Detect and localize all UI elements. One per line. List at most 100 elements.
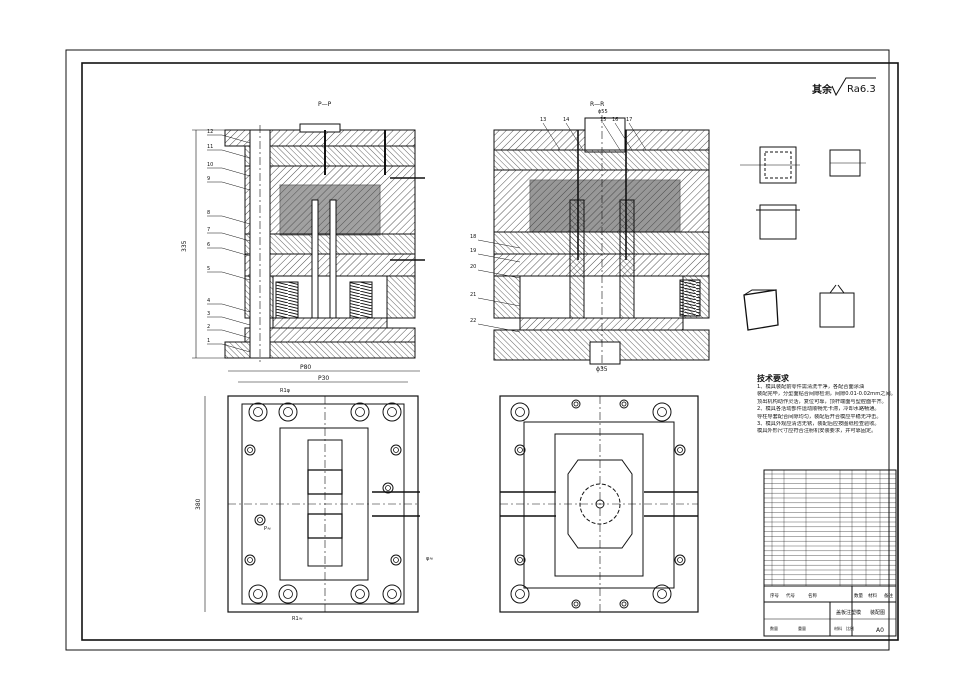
callout-leader — [221, 343, 251, 353]
notes-line: 1、模具装配前零件需清洗干净，各配合面涂油 — [757, 384, 865, 390]
callout-leader — [221, 316, 251, 326]
svg-text:其余: 其余 — [812, 83, 833, 96]
callout-label: 9 — [207, 176, 210, 182]
callout-leader — [221, 134, 251, 144]
bolt-hole-inner — [385, 485, 391, 491]
bolt-hole-inner — [283, 589, 293, 599]
roughness-symbol: 其余 Ra6.3 — [812, 77, 876, 97]
callout-leader — [221, 167, 251, 177]
bolt-hole — [254, 514, 266, 526]
callout-leader — [542, 122, 561, 151]
svg-text:代号: 代号 — [786, 592, 795, 599]
svg-text:数量: 数量 — [770, 625, 778, 631]
callout-label: 3 — [207, 311, 210, 317]
plan-view-right — [499, 395, 699, 613]
bolt-hole-inner — [517, 447, 523, 453]
callout-leader — [221, 181, 251, 191]
bolt-hole — [382, 584, 402, 604]
bolt-hole — [244, 554, 256, 566]
callout-leader — [602, 122, 621, 151]
callout-leader — [221, 149, 251, 159]
callout-label: 6 — [207, 242, 210, 248]
bolt-hole — [674, 554, 686, 566]
bolt-hole-inner — [621, 601, 627, 607]
notes-line: 3、模具外观应清洁无锈，装配后应按图纸检查验收。 — [757, 421, 880, 428]
callout-leader — [221, 271, 251, 281]
notes-title: 技术要求 — [757, 374, 789, 383]
inner-border — [81, 62, 899, 641]
svg-text:Ra6.3: Ra6.3 — [847, 84, 876, 95]
bolt-hole — [382, 402, 402, 422]
section-left-label: P—P — [318, 101, 332, 108]
bolt-hole-inner — [657, 407, 667, 417]
bolt-hole — [514, 444, 526, 456]
bolt-hole — [619, 599, 629, 609]
callout-label: 13 — [540, 117, 546, 123]
callout-leader — [221, 329, 251, 339]
bolt-hole — [674, 444, 686, 456]
callout-leader — [477, 297, 521, 307]
svg-text:材料: 材料 — [868, 592, 877, 599]
bolt-hole-inner — [517, 557, 523, 563]
bolt-hole-inner — [355, 589, 365, 599]
callout-leader — [221, 215, 251, 225]
bolt-hole — [350, 584, 370, 604]
callout-label: 5 — [207, 266, 210, 272]
callout-label: 12 — [207, 129, 213, 135]
callout-leader — [614, 122, 633, 151]
bolt-hole — [571, 399, 581, 409]
technical-notes: 技术要求 1、模具装配前零件需清洗干净，各配合面涂油 装配完毕，分型面贴合间隙检… — [757, 374, 897, 436]
bolt-hole-inner — [387, 589, 397, 599]
plan-label-r2: R1≈ — [292, 616, 303, 622]
section-view-right: R—R ϕ55 ϕ35 — [493, 101, 710, 373]
bolt-hole-inner — [621, 401, 627, 407]
bolt-hole — [514, 554, 526, 566]
bolt-hole-inner — [515, 589, 525, 599]
callout-leader — [221, 232, 251, 242]
bolt-hole-inner — [355, 407, 365, 417]
outer-border — [65, 49, 890, 651]
part-detail-views — [740, 146, 866, 331]
callout-label: 19 — [470, 248, 476, 254]
bolt-hole-inner — [247, 557, 253, 563]
bolt-hole-inner — [253, 589, 263, 599]
bolt-hole — [382, 482, 394, 494]
callout-leader — [221, 247, 251, 257]
callout-leader — [477, 269, 521, 279]
bolt-hole — [278, 584, 298, 604]
bolt-hole — [248, 402, 268, 422]
callout-label: 1 — [207, 338, 210, 344]
callout-label: 7 — [207, 227, 210, 233]
callout-leader — [628, 122, 647, 151]
plan-label-r: R1φ — [280, 388, 291, 394]
bolt-hole — [510, 584, 530, 604]
notes-line: 装配完毕，分型面贴合间隙检测，间隙0.01-0.02mm之间。 — [757, 391, 896, 398]
notes-line: 模具外形尺寸应符合注射机安装要求，并可靠固定。 — [757, 428, 877, 435]
callout-label: 18 — [470, 234, 476, 240]
plan-label-a: φ≈ — [426, 556, 434, 562]
dim-plan-inner: P30 — [318, 375, 329, 382]
notes-line: 顶出机构动作灵活，复位可靠，顶杆端面与型腔面平齐。 — [757, 398, 887, 405]
callout-label: 15 — [600, 117, 606, 123]
bolt-hole — [390, 444, 402, 456]
bolt-hole — [244, 444, 256, 456]
bolt-hole-inner — [515, 407, 525, 417]
bolt-hole-inner — [283, 407, 293, 417]
bolt-hole — [390, 554, 402, 566]
bolt-hole-inner — [393, 557, 399, 563]
notes-line: 2、模具各活动部件运动顺畅无卡滞，冷却水路畅通。 — [757, 406, 880, 413]
svg-text:重量: 重量 — [798, 625, 806, 631]
callout-label: 22 — [470, 318, 476, 324]
bolt-hole — [652, 584, 672, 604]
plan-view-left: P80 P30 380 R1φ P≈ φ≈ R1≈ — [195, 364, 434, 622]
callout-label: 14 — [563, 117, 569, 123]
title-block: 序号 代号 名称 数量 材料 备注 盖板注塑模 装配图 材料 比例 A0 数量 … — [763, 469, 897, 637]
callout-leader — [477, 239, 521, 249]
bolt-hole-inner — [657, 589, 667, 599]
bolt-hole-inner — [253, 407, 263, 417]
drawing-name: 盖板注塑模 — [836, 609, 861, 616]
plan-right-holes — [510, 399, 686, 609]
callout-leader — [565, 122, 584, 151]
